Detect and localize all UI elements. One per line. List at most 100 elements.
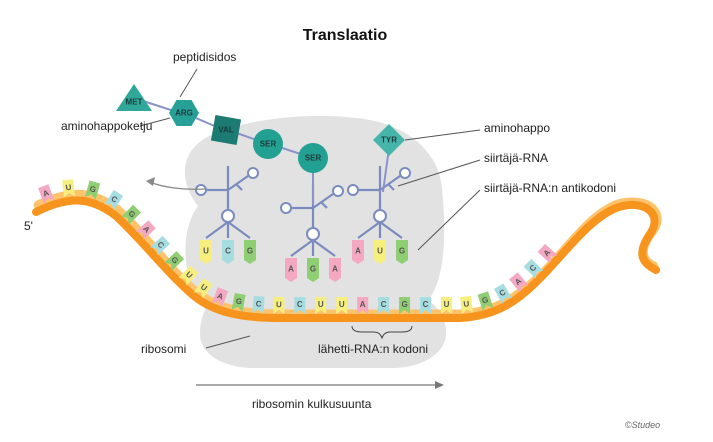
trna-label: siirtäjä-RNA — [484, 151, 548, 165]
nucleotide-base: A — [537, 243, 558, 264]
base-letter: C — [155, 240, 166, 250]
tyr-label: TYR — [381, 136, 397, 145]
anticodon-base: A — [352, 240, 364, 264]
amino-acid-ser: SER — [298, 143, 328, 173]
base-letter: U — [184, 270, 195, 281]
base-letter: C — [423, 300, 429, 309]
codon-label: lähetti-RNA:n kodoni — [318, 342, 428, 356]
nucleotide-base: A — [38, 184, 55, 205]
five-prime-label: 5' — [24, 219, 33, 233]
nucleotide-base: A — [211, 287, 229, 308]
amino-acid-val: VAL — [210, 114, 242, 146]
nucleotide-base: U — [336, 297, 348, 314]
anticodon-letter: U — [377, 247, 383, 256]
base-letter: A — [216, 291, 225, 302]
anticodon-base: C — [222, 240, 234, 264]
base-letter: G — [235, 296, 243, 306]
nucleotide-base: U — [460, 295, 473, 315]
direction-arrow — [196, 381, 444, 389]
nucleotide-base: U — [273, 296, 285, 315]
anticodon-letter: U — [203, 247, 209, 256]
nucleotide-base: U — [315, 297, 327, 314]
base-letter: C — [109, 194, 119, 205]
amino-acid-ser: SER — [253, 129, 283, 159]
base-letter: G — [169, 255, 180, 266]
base-letter: U — [444, 300, 450, 309]
nucleotide-base: G — [84, 180, 101, 200]
base-letter: G — [401, 300, 407, 309]
base-letter: C — [498, 287, 508, 298]
amino-acid-label: ARG — [175, 109, 193, 118]
anticodon-base: A — [285, 258, 297, 282]
codon-brace — [351, 325, 413, 340]
base-letter: C — [528, 263, 539, 274]
base-letter: C — [297, 300, 303, 309]
anticodon-letter: A — [288, 265, 294, 274]
nucleotide-base: U — [441, 297, 453, 314]
base-letter: A — [141, 224, 152, 235]
trna-molecules: U C G A G A A U G — [195, 166, 411, 282]
ribosome-label: ribosomi — [141, 342, 186, 356]
amino-acid-chain-label: aminohappoketju — [61, 119, 152, 133]
diagram-title: Translaatio — [303, 27, 388, 44]
amino-acid-chain: MET ARG VAL SER SER — [116, 84, 328, 173]
nucleotide-base: A — [509, 272, 529, 293]
tyr-diamond-shape — [373, 124, 405, 156]
nucleotide-base: C — [294, 297, 306, 314]
base-letter: U — [276, 300, 282, 309]
nucleotide-base: G — [477, 291, 494, 311]
amino-acid-label: VAL — [218, 126, 234, 135]
nucleotide-base: C — [523, 258, 544, 279]
base-letter: C — [381, 300, 387, 309]
nucleotide-base: C — [150, 235, 171, 256]
nucleotide-base: U — [62, 179, 75, 198]
nucleotide-base: C — [420, 297, 432, 314]
leader-lines — [139, 68, 481, 349]
anticodon-base: A — [329, 258, 341, 282]
direction-label: ribosomin kulkusuunta — [252, 397, 372, 411]
amino-acid-arg: ARG — [169, 100, 199, 126]
base-letter: G — [89, 184, 97, 194]
base-letter: C — [255, 299, 262, 308]
nucleotide-base: G — [231, 292, 246, 312]
anticodon-letter: C — [225, 247, 231, 256]
base-letter: A — [42, 188, 51, 199]
anticodon-letter: G — [399, 247, 405, 256]
amino-acid-label: MET — [126, 98, 143, 107]
anticodon-letter: G — [310, 265, 316, 274]
base-letter: A — [360, 300, 366, 309]
base-letter: U — [318, 300, 324, 309]
nucleotide-base: U — [178, 265, 199, 286]
amino-acid-tyr: TYR — [373, 124, 405, 193]
nucleotide-base: C — [378, 297, 390, 314]
anticodon-letter: A — [332, 265, 338, 274]
mrna-strand — [32, 189, 662, 322]
anticodon-letter: G — [247, 247, 253, 256]
exit-arrow — [146, 177, 206, 190]
nucleotide-base: A — [357, 297, 369, 314]
base-letter: U — [339, 300, 345, 309]
nucleotide-base: C — [493, 283, 512, 304]
amino-acid-label: SER — [305, 154, 322, 163]
peptide-bond-label: peptidisidos — [173, 50, 236, 64]
anticodon-base: G — [396, 240, 408, 264]
base-letter: U — [199, 282, 209, 293]
anticodon-letter: A — [355, 247, 361, 256]
anticodon-base: G — [307, 258, 319, 282]
anticodon-base: G — [244, 240, 256, 264]
nucleotide-base: G — [164, 251, 185, 271]
nucleotide-base: C — [104, 189, 124, 211]
base-letter: G — [481, 295, 490, 305]
nucleotide-base: C — [252, 295, 265, 314]
base-letter: G — [126, 209, 137, 220]
nucleotide-base: G — [399, 297, 411, 314]
amino-acid-met: MET — [116, 84, 152, 111]
amino-acid-label: aminohappo — [484, 121, 550, 135]
anticodon-label: siirtäjä-RNA:n antikodoni — [484, 181, 616, 195]
base-letter: U — [463, 299, 470, 309]
base-letter: A — [513, 276, 523, 287]
